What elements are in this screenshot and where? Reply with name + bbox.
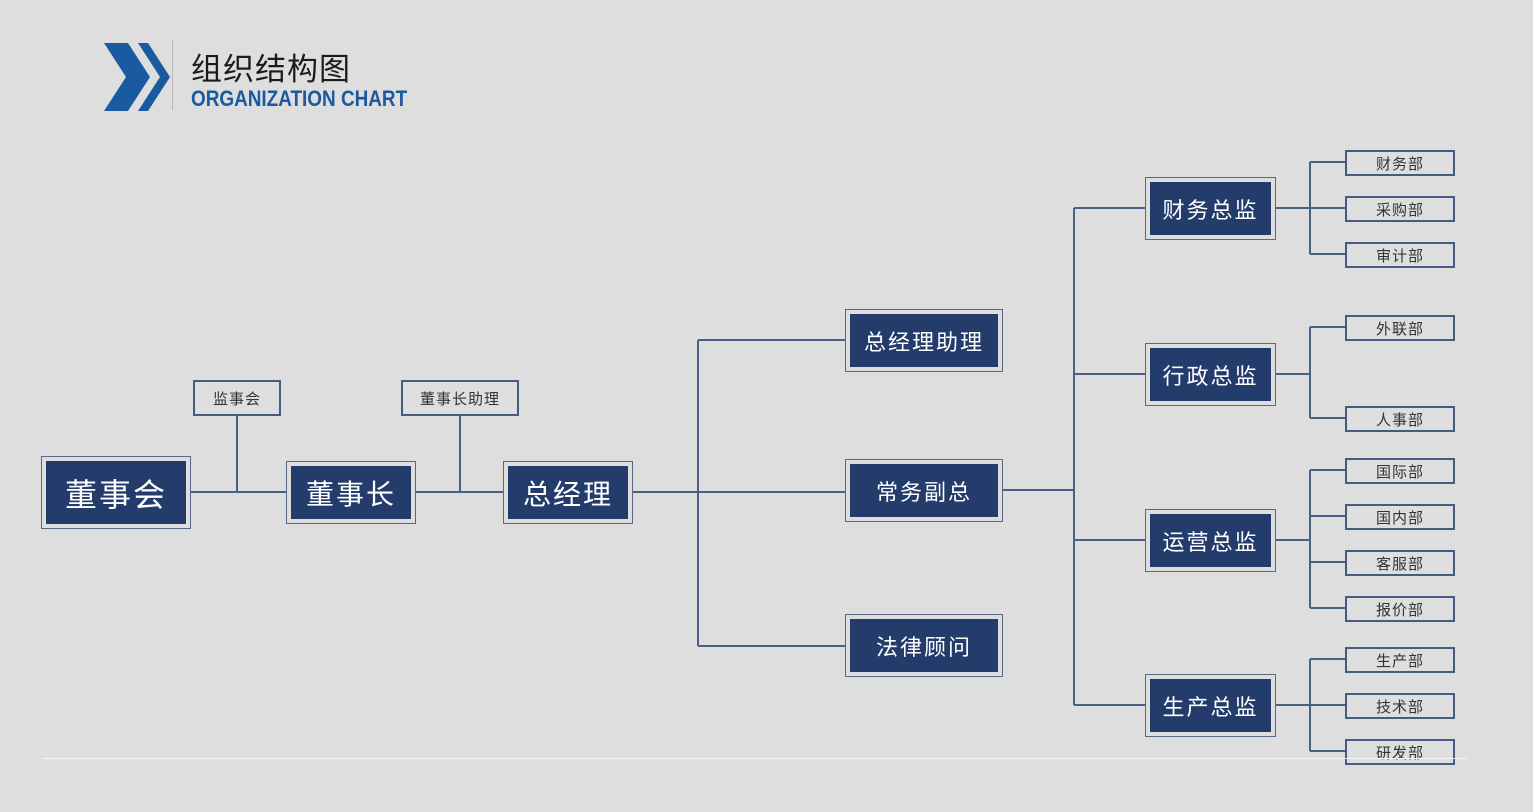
page-subtitle: ORGANIZATION CHART [191, 86, 408, 111]
node-chairman-assistant: 董事长助理 [401, 380, 519, 416]
node-legal-counsel: 法律顾问 [845, 614, 1003, 677]
node-executive-vp-label: 常务副总 [850, 464, 998, 517]
director-label: 运营总监 [1150, 514, 1271, 567]
node-general-manager: 总经理 [503, 461, 633, 524]
node-director-operations: 运营总监 [1145, 509, 1276, 572]
dept-external-relations: 外联部 [1345, 315, 1455, 341]
dept-production: 生产部 [1345, 647, 1455, 673]
node-general-manager-label: 总经理 [508, 466, 628, 519]
director-label: 财务总监 [1150, 182, 1271, 235]
title-divider [172, 40, 173, 110]
dept-technology: 技术部 [1345, 693, 1455, 719]
node-chairman-label: 董事长 [291, 466, 411, 519]
bottom-divider [42, 758, 1467, 759]
dept-hr: 人事部 [1345, 406, 1455, 432]
node-supervisors: 监事会 [193, 380, 281, 416]
dept-finance: 财务部 [1345, 150, 1455, 176]
dept-domestic: 国内部 [1345, 504, 1455, 530]
node-legal-counsel-label: 法律顾问 [850, 619, 998, 672]
director-label: 行政总监 [1150, 348, 1271, 401]
node-executive-vp: 常务副总 [845, 459, 1003, 522]
dept-audit: 审计部 [1345, 242, 1455, 268]
node-board: 董事会 [41, 456, 191, 529]
dept-quotation: 报价部 [1345, 596, 1455, 622]
dept-rnd: 研发部 [1345, 739, 1455, 765]
director-label: 生产总监 [1150, 679, 1271, 732]
node-director-production: 生产总监 [1145, 674, 1276, 737]
node-chairman: 董事长 [286, 461, 416, 524]
node-gm-assistant: 总经理助理 [845, 309, 1003, 372]
node-gm-assistant-label: 总经理助理 [850, 314, 998, 367]
dept-purchasing: 采购部 [1345, 196, 1455, 222]
page-title: 组织结构图 [191, 52, 351, 88]
chevron-logo-icon [104, 43, 170, 111]
node-director-admin: 行政总监 [1145, 343, 1276, 406]
dept-customer-service: 客服部 [1345, 550, 1455, 576]
node-director-finance: 财务总监 [1145, 177, 1276, 240]
node-board-label: 董事会 [46, 461, 186, 524]
dept-international: 国际部 [1345, 458, 1455, 484]
